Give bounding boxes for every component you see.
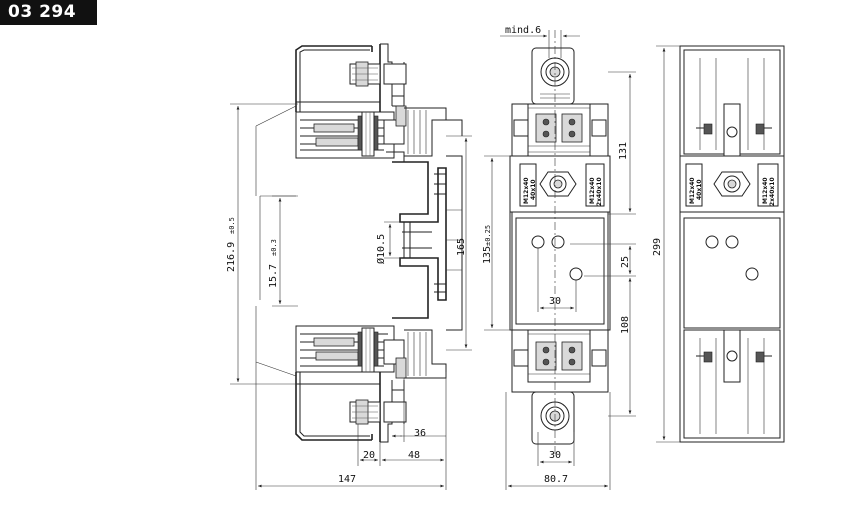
dim-80-7: 80.7: [544, 474, 568, 485]
dim-30-bottom: 30: [549, 450, 561, 461]
front-bottom-terminal: [531, 391, 575, 445]
dim-131: 131: [618, 142, 629, 160]
dim-10-5: Ø10.5: [375, 234, 387, 264]
label-2x40x10-front: 2x40x10: [596, 177, 603, 206]
label-2x40x10-rear: 2x40x10: [769, 177, 776, 206]
dim-108: 108: [620, 316, 631, 334]
front-upper-contacts: [513, 103, 607, 157]
dim-15-7-tolerance: ±0.3: [270, 239, 278, 256]
front-top-terminal: [531, 47, 575, 105]
dim-216-9: 216.9: [226, 242, 237, 272]
dim-20: 20: [363, 450, 375, 461]
part-number-badge: 03 294: [0, 0, 97, 25]
dim-30-mid: 30: [549, 296, 561, 307]
dim-147: 147: [338, 474, 356, 485]
rear-central-plate: [683, 217, 781, 329]
label-m12x40-front-left: M12x40: [523, 177, 530, 204]
dim-25: 25: [620, 256, 631, 268]
label-m12x40-rear-right: M12x40: [762, 177, 769, 204]
top-clamp-housing: [295, 43, 407, 112]
dim-36: 36: [414, 428, 426, 439]
front-label-area: [509, 155, 611, 213]
rear-view: [679, 45, 785, 443]
dim-165: 165: [456, 238, 467, 256]
dim-48: 48: [408, 450, 420, 461]
dim-135-tolerance: ±0.25: [484, 225, 492, 246]
component-labels: M12x40 40x10 M12x40 2x40x10 M12x40 40x10…: [523, 177, 776, 206]
dim-mind: mind.6: [505, 25, 541, 36]
bottom-contact-assembly: [295, 325, 447, 379]
label-40x10-rear: 40x10: [696, 179, 703, 200]
dim-299: 299: [652, 238, 663, 256]
front-view: [509, 30, 611, 454]
dimension-texts: mind.6 131 299 216.9 ±0.5 15.7 ±0.3 Ø10.…: [226, 25, 663, 485]
dim-15-7: 15.7: [268, 264, 279, 288]
bottom-clamp-housing: [295, 372, 407, 443]
label-m12x40-rear-left: M12x40: [689, 177, 696, 204]
side-view: [255, 43, 463, 443]
top-contact-assembly: [295, 105, 463, 163]
label-m12x40-front-right: M12x40: [589, 177, 596, 204]
rear-label-area: [679, 155, 785, 213]
rear-top-section: [683, 49, 781, 157]
rear-bottom-section: [683, 329, 781, 439]
dimension-lines: [230, 30, 680, 490]
middle-body-profile: [259, 155, 463, 331]
dim-135: 135: [482, 246, 493, 264]
front-lower-contacts: [513, 329, 607, 383]
label-40x10-front: 40x10: [530, 179, 537, 200]
dim-216-9-tolerance: ±0.5: [228, 217, 236, 234]
